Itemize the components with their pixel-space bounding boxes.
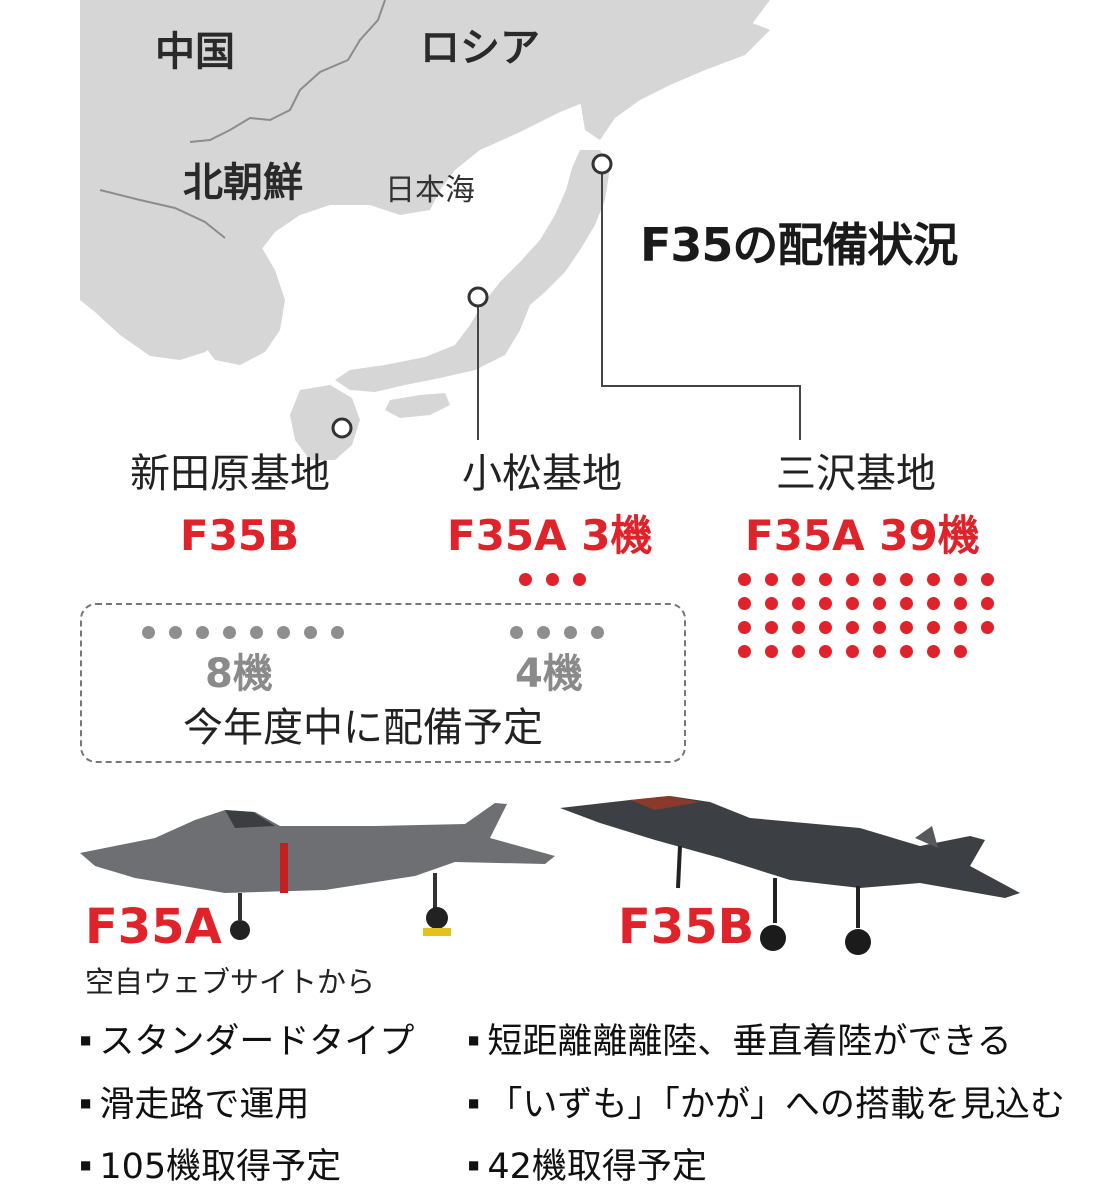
aircraft-dot bbox=[765, 573, 778, 586]
aircraft-dot bbox=[223, 626, 236, 639]
planned-count-nyutabaru: 8機 bbox=[205, 651, 273, 697]
aircraft-dot bbox=[954, 645, 967, 658]
aircraft-dot bbox=[738, 621, 751, 634]
aircraft-dot bbox=[927, 621, 940, 634]
shikoku-island bbox=[385, 393, 450, 418]
china-russia-border bbox=[189, 0, 386, 143]
aircraft-dot bbox=[846, 621, 859, 634]
aircraft-dot bbox=[927, 573, 940, 586]
aircraft-dot bbox=[196, 626, 209, 639]
f35a-feature-1: スタンダードタイプ bbox=[80, 1025, 414, 1060]
kyushu-island bbox=[290, 385, 360, 460]
f35b-feature-1: 短距離離離陸、垂直着陸ができる bbox=[468, 1025, 1011, 1060]
nyutabaru-base-marker bbox=[331, 417, 353, 439]
aircraft-dot bbox=[927, 597, 940, 610]
aircraft-dot bbox=[738, 597, 751, 610]
base-model-misawa: F35A 39機 bbox=[745, 511, 980, 560]
aircraft-dot bbox=[331, 626, 344, 639]
base-model-komatsu: F35A 3機 bbox=[447, 511, 653, 560]
planned-count-komatsu: 4機 bbox=[515, 651, 583, 697]
regional-map bbox=[80, 0, 801, 460]
base-name-nyutabaru: 新田原基地 bbox=[130, 451, 330, 497]
aircraft-dot bbox=[792, 621, 805, 634]
aircraft-dot bbox=[573, 573, 586, 586]
aircraft-dot bbox=[304, 626, 317, 639]
aircraft-dot bbox=[250, 626, 263, 639]
aircraft-dot bbox=[981, 597, 994, 610]
base-name-misawa: 三沢基地 bbox=[776, 451, 936, 497]
aircraft-dot bbox=[738, 645, 751, 658]
f35a-feature-2: 滑走路で運用 bbox=[80, 1088, 309, 1123]
aircraft-dot bbox=[900, 645, 913, 658]
china-korea-border bbox=[99, 189, 226, 239]
aircraft-dot bbox=[900, 621, 913, 634]
current-aircraft-dots-misawa bbox=[731, 573, 1011, 669]
aircraft-dot bbox=[927, 645, 940, 658]
aircraft-dot bbox=[792, 573, 805, 586]
misawa-base-marker bbox=[591, 153, 613, 175]
f35a-aircraft-photo bbox=[80, 803, 555, 940]
aircraft-dot bbox=[765, 597, 778, 610]
aircraft-dot bbox=[846, 645, 859, 658]
aircraft-dot bbox=[546, 573, 559, 586]
planned-note: 今年度中に配備予定 bbox=[183, 705, 543, 751]
aircraft-dot bbox=[900, 573, 913, 586]
planned-deployment-box bbox=[80, 603, 686, 763]
aircraft-dot bbox=[564, 626, 577, 639]
aircraft-dot bbox=[954, 621, 967, 634]
aircraft-dot bbox=[792, 645, 805, 658]
korean-peninsula bbox=[195, 235, 285, 365]
aircraft-dot bbox=[819, 597, 832, 610]
label-sea-of-japan: 日本海 bbox=[385, 173, 475, 208]
aircraft-dot bbox=[765, 645, 778, 658]
komatsu-base-marker bbox=[467, 286, 489, 308]
base-model-nyutabaru: F35B bbox=[180, 511, 300, 560]
aircraft-dot bbox=[765, 621, 778, 634]
photo-credit: 空自ウェブサイトから bbox=[85, 965, 376, 999]
f35b-aircraft-photo bbox=[560, 796, 1020, 955]
aircraft-dot bbox=[900, 597, 913, 610]
aircraft-dot bbox=[846, 573, 859, 586]
misawa-leader-line bbox=[601, 174, 801, 440]
aircraft-dot bbox=[819, 645, 832, 658]
label-china: 中国 bbox=[155, 29, 235, 75]
aircraft-name-f35a: F35A bbox=[85, 899, 222, 955]
aircraft-dot bbox=[873, 573, 886, 586]
aircraft-dot bbox=[792, 597, 805, 610]
aircraft-dot bbox=[981, 621, 994, 634]
aircraft-dot bbox=[954, 597, 967, 610]
base-name-komatsu: 小松基地 bbox=[462, 451, 622, 497]
aircraft-name-f35b: F35B bbox=[618, 899, 755, 955]
planned-aircraft-dots-komatsu bbox=[503, 626, 623, 650]
infographic-title: F35の配備状況 bbox=[640, 218, 958, 272]
label-russia: ロシア bbox=[420, 25, 540, 71]
aircraft-dot bbox=[981, 573, 994, 586]
f35a-feature-3: 105機取得予定 bbox=[80, 1150, 341, 1185]
aircraft-dot bbox=[738, 573, 751, 586]
aircraft-dot bbox=[169, 626, 182, 639]
aircraft-dot bbox=[591, 626, 604, 639]
honshu-island bbox=[335, 150, 610, 392]
aircraft-dot bbox=[846, 597, 859, 610]
aircraft-dot bbox=[873, 597, 886, 610]
f35b-feature-2: 「いずも」「かが」への搭載を見込む bbox=[468, 1088, 1065, 1123]
f35b-feature-3: 42機取得予定 bbox=[468, 1150, 707, 1185]
hokkaido-island bbox=[580, 18, 770, 140]
aircraft-dot bbox=[519, 573, 532, 586]
aircraft-dot bbox=[873, 645, 886, 658]
planned-aircraft-dots-nyutabaru bbox=[135, 626, 365, 650]
aircraft-dot bbox=[142, 626, 155, 639]
aircraft-dot bbox=[954, 573, 967, 586]
current-aircraft-dots-komatsu bbox=[512, 573, 602, 597]
aircraft-dot bbox=[277, 626, 290, 639]
label-north-korea: 北朝鮮 bbox=[183, 160, 303, 206]
aircraft-dot bbox=[873, 621, 886, 634]
aircraft-dot bbox=[819, 621, 832, 634]
aircraft-dot bbox=[510, 626, 523, 639]
aircraft-dot bbox=[819, 573, 832, 586]
aircraft-dot bbox=[537, 626, 550, 639]
